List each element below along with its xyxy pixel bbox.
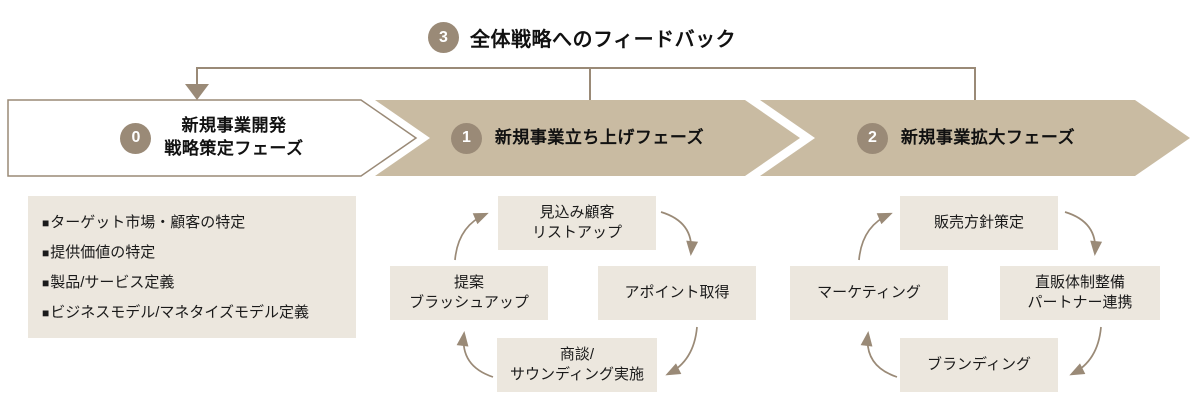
feedback-step: 3 全体戦略へのフィードバック [428,22,736,53]
phase-1-title: 新規事業立ち上げフェーズ [494,127,705,147]
cycle-arrow-icon [456,331,494,378]
expand-cycle-box-right: 直販体制整備 パートナー連携 [1000,266,1160,320]
cycle-arrow-icon [660,211,699,256]
square-bullet-icon: ■ [42,306,50,320]
list-item: ■ビジネスモデル/マネタイズモデル定義 [42,298,348,328]
phase-0-title: 新規事業開発 戦略策定フェーズ [164,116,304,158]
list-item-text: 製品/サービス定義 [50,274,175,291]
cycle-arrow-icon [665,326,698,376]
phase-0-number-badge: 0 [120,122,152,154]
square-bullet-icon: ■ [42,246,50,260]
strategy-list-panel: ■ターゲット市場・顧客の特定 ■提供価値の特定 ■製品/サービス定義 ■ビジネス… [28,196,356,338]
cycle-arrow-icon [454,212,489,261]
square-bullet-icon: ■ [42,276,50,290]
phase-2-label: 2 新規事業拡大フェーズ [760,100,1172,176]
list-item: ■製品/サービス定義 [42,268,348,298]
square-bullet-icon: ■ [42,216,50,230]
phase-2-title: 新規事業拡大フェーズ [900,127,1076,147]
list-item: ■提供価値の特定 [42,238,348,268]
list-item-text: ターゲット市場・顧客の特定 [50,214,246,231]
expand-cycle-box-top: 販売方針策定 [900,196,1058,250]
feedback-arrowhead-icon [185,84,209,100]
list-item-text: ビジネスモデル/マネタイズモデル定義 [50,304,309,321]
feedback-bracket-arrow [185,67,976,100]
cycle-arrow-icon [1069,326,1102,376]
phase-0-label: 0 新規事業開発 戦略策定フェーズ [8,100,416,176]
phase-1-number-badge: 1 [450,122,482,154]
launch-cycle-box-bottom: 商談/ サウンディング実施 [497,338,657,392]
feedback-label: 全体戦略へのフィードバック [470,29,737,51]
cycle-arrow-icon [858,212,893,261]
expand-cycle-box-bottom: ブランディング [900,338,1058,392]
phase-1-label: 1 新規事業立ち上げフェーズ [375,100,780,176]
launch-cycle-box-top: 見込み顧客 リストアップ [498,196,656,250]
launch-cycle-box-left: 提案 ブラッシュアップ [390,266,548,320]
expand-cycle-box-left: マーケティング [790,266,948,320]
cycle-arrow-icon [860,331,898,378]
feedback-number-badge: 3 [428,22,459,53]
cycle-arrow-icon [1064,211,1103,256]
phase-2-number-badge: 2 [856,122,888,154]
launch-cycle-box-right: アポイント取得 [598,266,756,320]
list-item: ■ターゲット市場・顧客の特定 [42,208,348,238]
list-item-text: 提供価値の特定 [50,244,156,261]
